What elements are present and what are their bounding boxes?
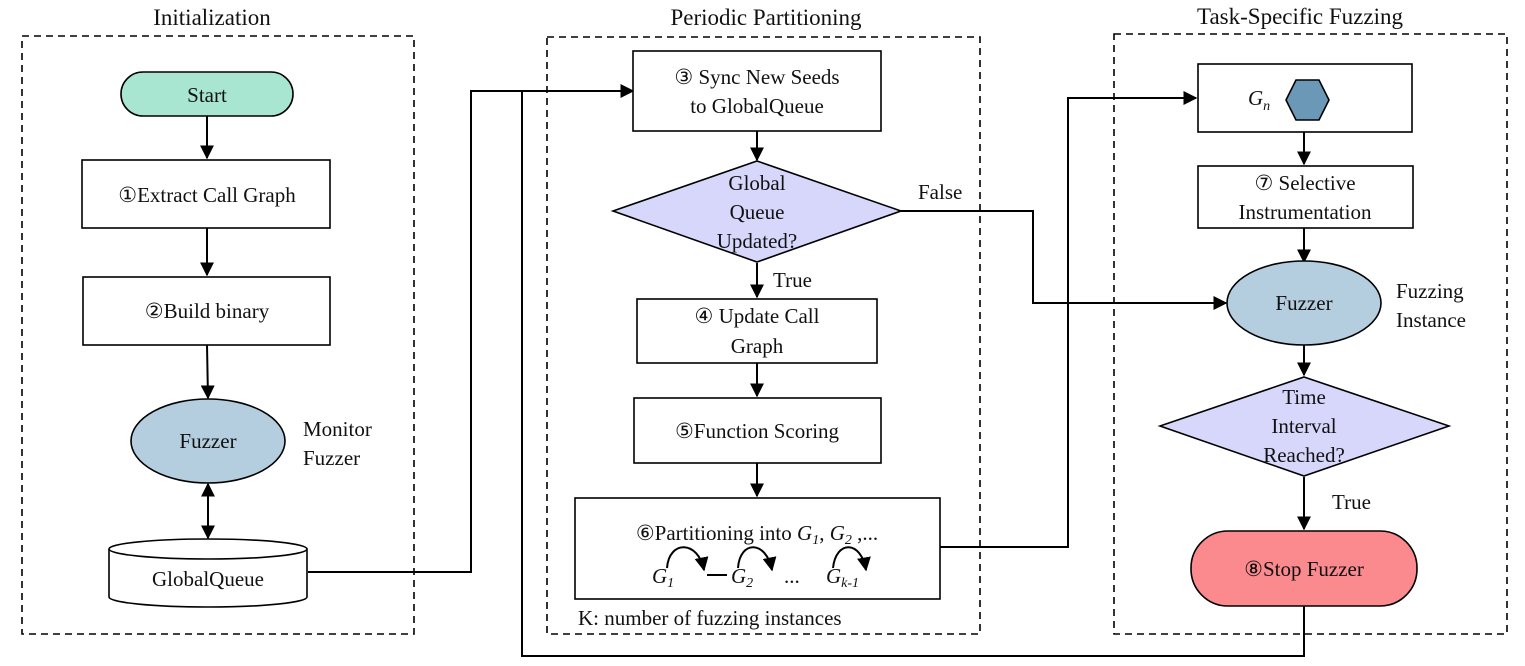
time-interval-line3: Reached? (1263, 443, 1345, 467)
queue-updated-line2: Queue (730, 200, 785, 224)
selective-instrumentation-line1: ⑦ Selective (1254, 171, 1355, 195)
extract-call-graph-label: ①Extract Call Graph (118, 183, 296, 207)
monitor-label-line1: Monitor (303, 417, 372, 441)
time-interval-line1: Time (1282, 385, 1326, 409)
initialization-frame (21, 35, 415, 635)
queue-updated-decision: Global Queue Updated? (610, 160, 904, 263)
chain-g1: G1 (652, 564, 674, 591)
update-call-graph-line2: Graph (731, 334, 784, 358)
task-specific-fuzzing-title: Task-Specific Fuzzing (1197, 4, 1403, 29)
periodic-partitioning-frame (546, 36, 981, 635)
time-interval-decision: Time Interval Reached? (1157, 376, 1452, 477)
chain-gk: Gk-1 (826, 564, 859, 591)
function-scoring-label: ⑤Function Scoring (675, 419, 840, 443)
global-queue-cylinder: GlobalQueue (108, 538, 308, 608)
false-branch-label: False (918, 180, 962, 204)
time-interval-line2: Interval (1271, 414, 1336, 438)
extract-call-graph-step: ①Extract Call Graph (81, 159, 331, 229)
build-binary-label: ②Build binary (145, 299, 270, 323)
start-node: Start (120, 71, 294, 117)
initialization-title: Initialization (153, 5, 271, 30)
monitor-fuzzer-label: Fuzzer (179, 429, 236, 453)
instance-fuzzer-label: Fuzzer (1275, 291, 1332, 315)
connectors (200, 84, 1311, 657)
periodic-partitioning-title: Periodic Partitioning (670, 5, 862, 30)
update-call-graph-step: ④ Update Call Graph (636, 298, 878, 364)
update-call-graph-line1: ④ Update Call (695, 304, 820, 328)
stop-fuzzer-node: ⑧Stop Fuzzer (1190, 530, 1418, 607)
instance-fuzzer-node: Fuzzer (1226, 260, 1382, 346)
gn-label: Gn (1248, 86, 1270, 114)
chain-g2: G2 (731, 564, 753, 591)
k-note: K: number of fuzzing instances (578, 606, 842, 630)
selective-instrumentation-line2: Instrumentation (1239, 200, 1372, 224)
partitioning-label: ⑥Partitioning into G1, G2 ,... (636, 521, 878, 548)
build-binary-step: ②Build binary (82, 276, 331, 346)
queue-updated-line1: Global (728, 171, 785, 195)
stop-fuzzer-label: ⑧Stop Fuzzer (1244, 557, 1364, 581)
monitor-fuzzer-node: Fuzzer (130, 398, 286, 484)
partitioning-step: ⑥Partitioning into G1, G2 ,... G1 G2 ...… (574, 497, 941, 600)
queue-updated-line3: Updated? (717, 229, 797, 253)
global-queue-label: GlobalQueue (152, 567, 264, 591)
fuzzing-instance-line1: Fuzzing (1396, 279, 1464, 303)
sync-seeds-label-line2: to GlobalQueue (690, 94, 824, 118)
time-true-label: True (1332, 490, 1371, 514)
hexagon-icon (1285, 79, 1330, 121)
gn-group-node: Gn (1197, 63, 1413, 133)
sync-seeds-label-line1: ③ Sync New Seeds (674, 65, 839, 89)
selective-instrumentation-step: ⑦ Selective Instrumentation (1197, 165, 1414, 229)
sync-seeds-step: ③ Sync New Seeds to GlobalQueue (632, 50, 882, 132)
fuzzing-instance-line2: Instance (1396, 308, 1466, 332)
function-scoring-step: ⑤Function Scoring (633, 397, 882, 464)
true-branch-label: True (773, 268, 812, 292)
monitor-label-line2: Fuzzer (303, 446, 360, 470)
start-label: Start (187, 83, 227, 107)
chain-ellipsis: ... (784, 564, 800, 588)
task-specific-fuzzing-frame (1113, 33, 1508, 635)
